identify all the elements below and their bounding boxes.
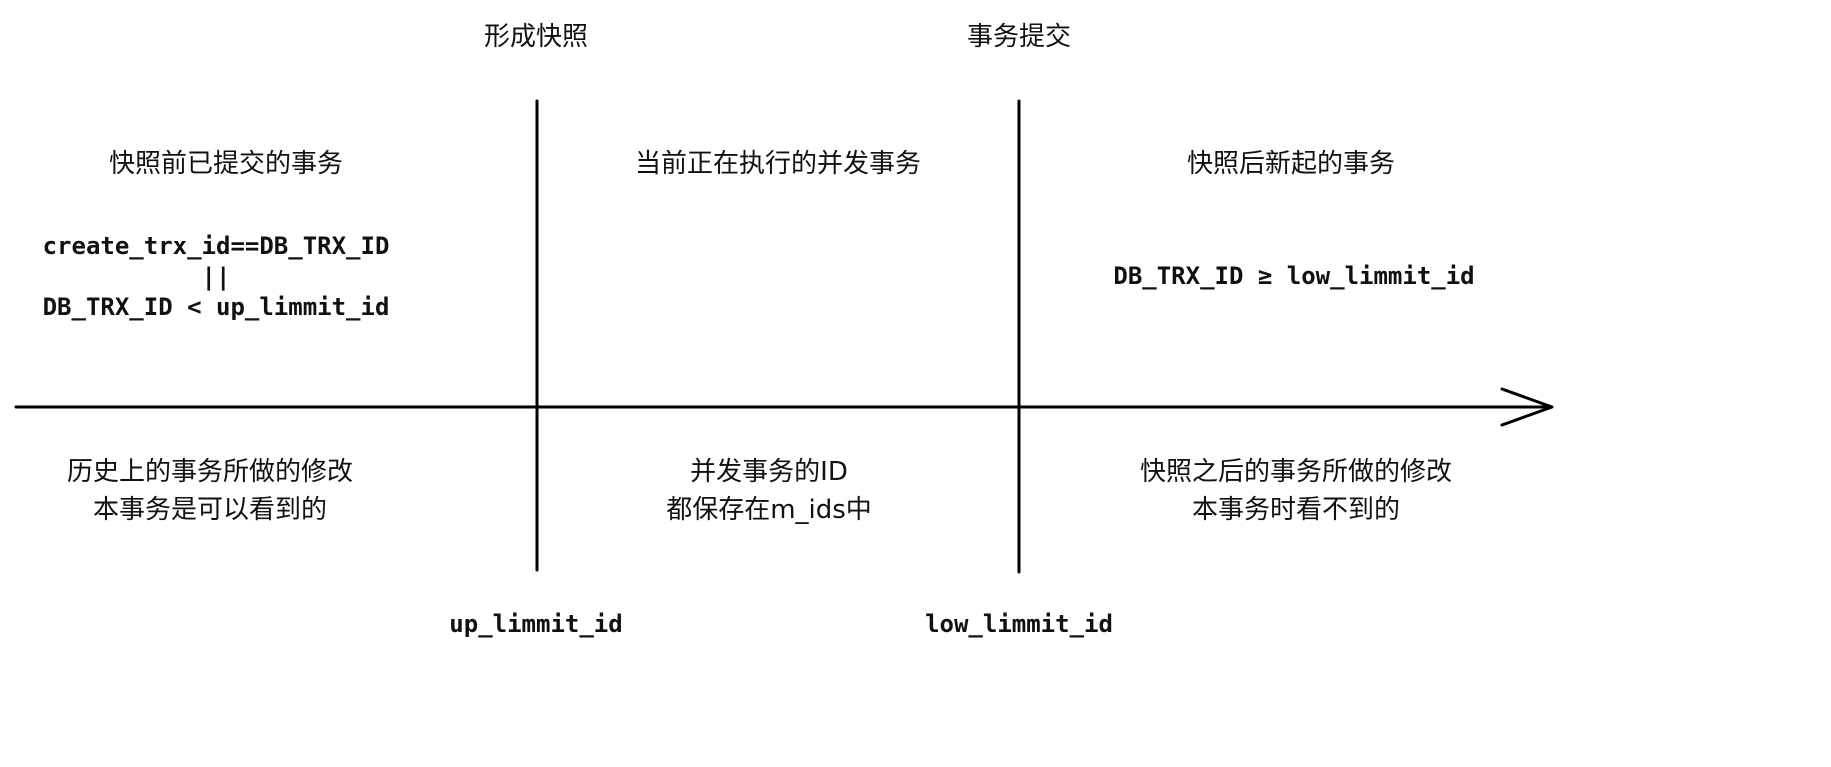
- middle-description-line-1: 并发事务的ID: [690, 457, 848, 487]
- middle-description-line-2: 都保存在m_ids中: [666, 495, 872, 525]
- right-description-line-2: 本事务时看不到的: [1191, 495, 1401, 525]
- right-visibility-condition: DB_TRX_ID ≥ low_limmit_id: [1113, 262, 1475, 290]
- right-description-line-1: 快照之后的事务所做的修改: [1139, 457, 1453, 487]
- up-limit-id-label: up_limmit_id: [449, 610, 623, 638]
- right-region-title: 快照后新起的事务: [1186, 149, 1396, 179]
- left-description-line-1: 历史上的事务所做的修改: [66, 457, 354, 487]
- left-description: 历史上的事务所做的修改 本事务是可以看到的: [67, 453, 353, 529]
- middle-region-title: 当前正在执行的并发事务: [634, 149, 922, 179]
- middle-description: 并发事务的ID 都保存在m_ids中: [666, 453, 872, 529]
- timeline-arrowhead: [1500, 387, 1554, 427]
- commit-label: 事务提交: [966, 22, 1072, 52]
- condition-or-operator: ||: [201, 262, 231, 291]
- timeline-diagram: [14, 99, 1554, 574]
- snapshot-label: 形成快照: [483, 22, 589, 52]
- left-visibility-condition: create_trx_id==DB_TRX_ID || DB_TRX_ID < …: [43, 231, 390, 323]
- left-description-line-2: 本事务是可以看到的: [92, 495, 328, 525]
- low-limit-id-label: low_limmit_id: [925, 610, 1113, 638]
- right-description: 快照之后的事务所做的修改 本事务时看不到的: [1140, 453, 1452, 529]
- left-region-title: 快照前已提交的事务: [108, 149, 344, 179]
- condition-line-3: DB_TRX_ID < up_limmit_id: [42, 293, 390, 321]
- condition-line-1: create_trx_id==DB_TRX_ID: [42, 232, 390, 260]
